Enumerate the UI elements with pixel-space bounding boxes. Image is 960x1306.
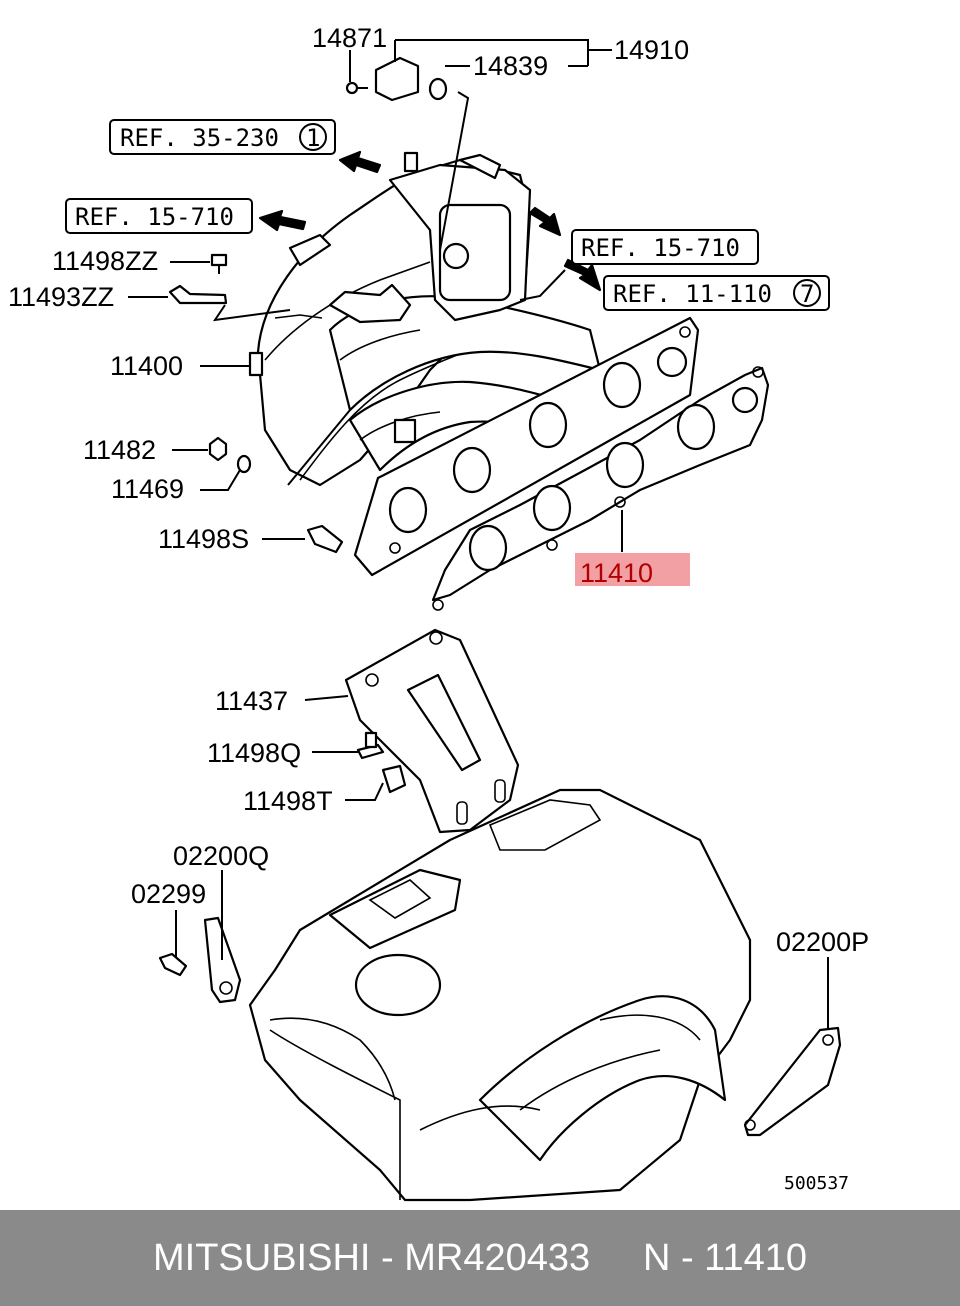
footer-text: MITSUBISHI - MR420433 N - 11410 [153, 1237, 807, 1280]
exploded-parts-diagram: REF. 35-230 1 REF. 15-710 REF. 15-710 RE… [8, 23, 869, 1202]
footer-bar: MITSUBISHI - MR420433 N - 11410 [0, 1210, 960, 1306]
footer-ref-prefix: N - [642, 1236, 705, 1279]
label-11482[interactable]: 11482 [83, 435, 156, 465]
label-11400[interactable]: 11400 [110, 351, 183, 381]
ref-text: REF. 15-710 [581, 234, 740, 262]
footer-separator: - [370, 1236, 405, 1279]
label-14839[interactable]: 14839 [473, 51, 548, 81]
label-14910[interactable]: 14910 [614, 35, 689, 65]
leader-lines [128, 39, 829, 1030]
ref-text: REF. 15-710 [75, 203, 234, 231]
footer-brand: MITSUBISHI [152, 1236, 371, 1279]
ref-text: REF. 35-230 [120, 124, 279, 152]
ref-box-15-710-left[interactable]: REF. 15-710 [65, 198, 253, 234]
label-11498S[interactable]: 11498S [158, 524, 249, 554]
label-02299[interactable]: 02299 [131, 879, 206, 909]
footer-ref-number: 11410 [704, 1236, 808, 1279]
part-labels: 14871 14839 14910 11498ZZ 11493ZZ 11400 … [8, 23, 869, 957]
stay-11437 [344, 628, 520, 834]
bracket-02200P [743, 1026, 842, 1137]
direction-arrows [258, 150, 602, 292]
label-11410[interactable]: 11410 [580, 558, 653, 588]
intake-manifold-11400 [248, 151, 602, 487]
label-11437[interactable]: 11437 [215, 686, 288, 716]
ref-box-15-710-right[interactable]: REF. 15-710 [571, 229, 759, 265]
gasket-11410 [431, 366, 770, 611]
fasteners [158, 56, 448, 977]
ref-box-35-230[interactable]: REF. 35-230 1 [109, 119, 336, 155]
label-14871[interactable]: 14871 [312, 23, 387, 53]
diagram-code: 500537 [784, 1173, 849, 1194]
manifold-flange [353, 316, 700, 577]
label-11493ZZ[interactable]: 11493ZZ [8, 282, 114, 312]
label-11498Q[interactable]: 11498Q [207, 738, 301, 768]
label-02200P[interactable]: 02200P [776, 927, 869, 957]
highlight-box-11410 [575, 553, 690, 586]
label-02200Q[interactable]: 02200Q [173, 841, 269, 871]
label-11469[interactable]: 11469 [111, 474, 184, 504]
label-11498ZZ[interactable]: 11498ZZ [52, 246, 158, 276]
ref-circle-number: 7 [800, 280, 814, 308]
cylinder-head [248, 788, 752, 1202]
footer-part-number: MR420433 [404, 1236, 591, 1279]
footer-gap [590, 1237, 643, 1279]
ref-box-11-110[interactable]: REF. 11-110 7 [603, 275, 830, 311]
ref-circle-number: 1 [306, 124, 320, 152]
label-11498T[interactable]: 11498T [243, 786, 333, 816]
ref-text: REF. 11-110 [613, 280, 772, 308]
